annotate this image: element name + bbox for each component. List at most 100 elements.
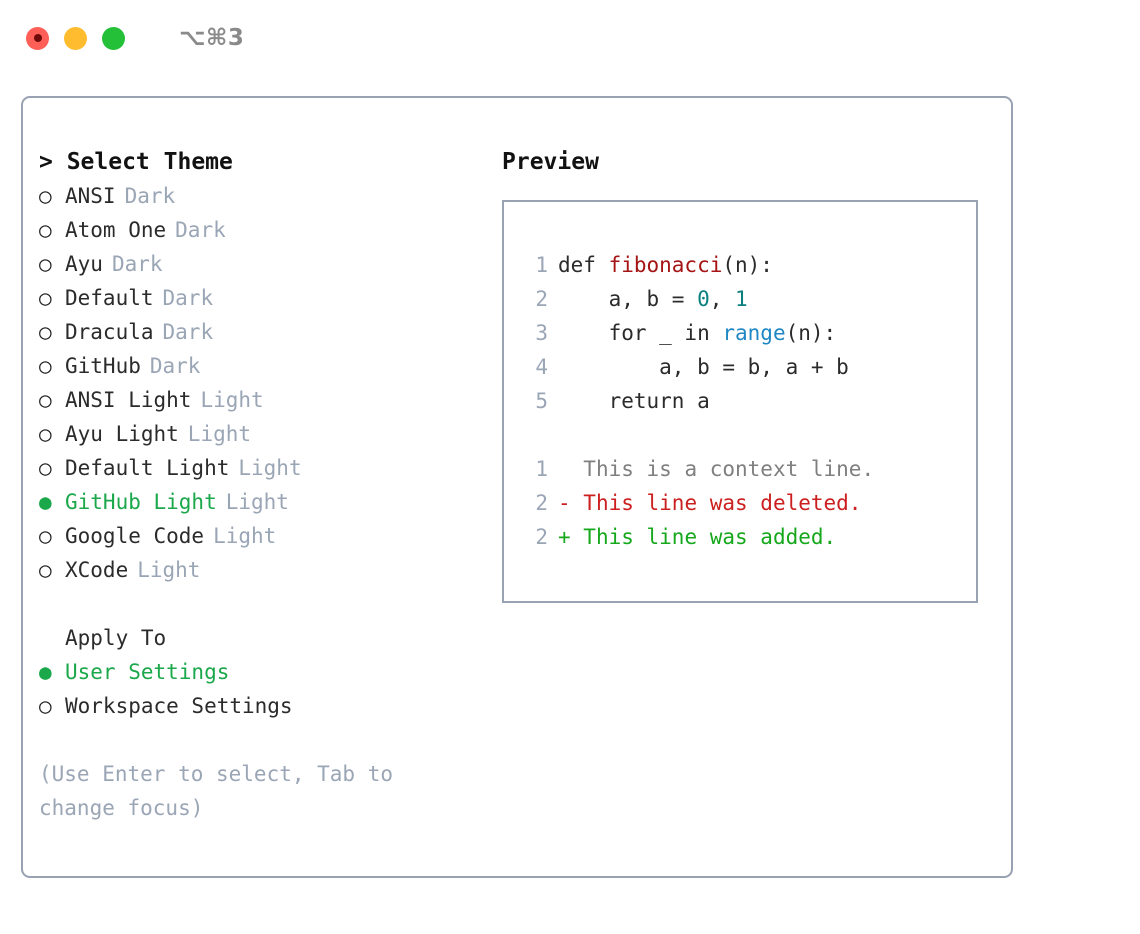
theme-variant-tag: Dark: [175, 218, 226, 242]
theme-variant-tag: Dark: [111, 252, 163, 276]
line-number: 2: [535, 287, 548, 311]
theme-option-ayu[interactable]: ○ Ayu Dark: [39, 247, 499, 281]
diff-marker: +: [558, 525, 584, 549]
theme-option-label: XCode: [65, 558, 129, 582]
radio-unselected-icon: ○: [39, 524, 52, 548]
radio-unselected-icon: ○: [39, 184, 52, 208]
theme-option-dracula[interactable]: ○ Dracula Dark: [39, 315, 499, 349]
code-token-plain: (n):: [722, 253, 773, 277]
theme-variant-tag: Light: [213, 524, 277, 548]
line-number: 1: [535, 457, 548, 481]
theme-option-label: Default Light: [65, 456, 230, 480]
code-token-plain: (n):: [785, 321, 837, 345]
code-token-num: 1: [735, 287, 748, 311]
theme-option-label: GitHub: [65, 354, 141, 378]
code-token-num: 0: [697, 287, 710, 311]
theme-option-ayu-light[interactable]: ○ Ayu Light Light: [39, 417, 499, 451]
code-token-fn: fibonacci: [608, 253, 723, 277]
apply-to-option-list[interactable]: ●User Settings ○ Workspace Settings: [39, 655, 499, 723]
apply-to-option-label: Workspace Settings: [65, 694, 293, 718]
diff-sample: 1 This is a context line.2- This line wa…: [524, 452, 976, 554]
theme-option-ansi[interactable]: ○ ANSI Dark: [39, 179, 499, 213]
theme-option-default[interactable]: ○ Default Dark: [39, 281, 499, 315]
theme-option-label: Google Code: [65, 524, 205, 548]
select-theme-heading: > Select Theme: [39, 149, 233, 175]
theme-option-label: ANSI: [65, 184, 116, 208]
line-number: 2: [535, 525, 548, 549]
radio-unselected-icon: ○: [39, 694, 52, 718]
code-line: 3 for _ in range(n):: [524, 316, 976, 350]
line-number: 1: [535, 253, 548, 277]
diff-text: This is a context line.: [583, 457, 875, 481]
theme-variant-tag: Light: [137, 558, 201, 582]
theme-option-label: Atom One: [65, 218, 167, 242]
code-line: 4 a, b = b, a + b: [524, 350, 976, 384]
theme-variant-tag: Light: [187, 422, 252, 446]
radio-unselected-icon: ○: [39, 286, 52, 310]
diff-marker: -: [558, 491, 584, 515]
diff-text: This line was added.: [583, 525, 837, 549]
maximize-window-button[interactable]: [102, 26, 125, 50]
minimize-window-button[interactable]: [64, 26, 87, 50]
theme-option-ansi-light[interactable]: ○ ANSI Light Light: [39, 383, 499, 417]
diff-text: This line was deleted.: [583, 491, 862, 515]
title-bar: ⌥⌘3: [0, 0, 1140, 76]
code-token-plain: ,: [709, 287, 736, 311]
window-title: ⌥⌘3: [179, 25, 245, 51]
code-token-plain: a, b = b, a + b: [558, 355, 849, 379]
keyboard-hint-text: (Use Enter to select, Tab to change focu…: [39, 762, 406, 820]
theme-variant-tag: Light: [238, 456, 302, 480]
theme-variant-tag: Dark: [162, 286, 214, 310]
diff-line-added: 2 + This line was added.: [524, 520, 976, 554]
diff-line-context: 1 This is a context line.: [524, 452, 976, 486]
line-number: 2: [535, 491, 548, 515]
section-spacer: [39, 587, 499, 621]
theme-option-xcode[interactable]: ○ XCode Light: [39, 553, 499, 587]
code-token-plain: a, b =: [558, 287, 698, 311]
theme-variant-tag: Dark: [149, 354, 201, 378]
theme-variant-tag: Dark: [124, 184, 176, 208]
apply-to-heading: Apply To: [65, 626, 167, 650]
theme-option-label: Ayu: [65, 252, 103, 276]
theme-option-label: Ayu Light: [65, 422, 179, 446]
radio-selected-icon: ●: [39, 490, 52, 514]
code-token-plain: return a: [558, 389, 710, 413]
code-token-plain: def: [558, 253, 609, 277]
radio-unselected-icon: ○: [39, 354, 52, 378]
radio-unselected-icon: ○: [39, 558, 52, 582]
code-line: 5 return a: [524, 384, 976, 418]
diff-line-deleted: 2- This line was deleted.: [524, 486, 976, 520]
theme-option-label: GitHub Light: [65, 490, 217, 514]
line-number: 3: [535, 321, 548, 345]
theme-variant-tag: Dark: [162, 320, 214, 344]
theme-option-google-code[interactable]: ○ Google Code Light: [39, 519, 499, 553]
theme-option-label: Dracula: [65, 320, 154, 344]
radio-unselected-icon: ○: [39, 252, 52, 276]
apply-to-option-label: User Settings: [65, 660, 230, 684]
theme-option-label: Default: [65, 286, 154, 310]
radio-unselected-icon: ○: [39, 388, 52, 412]
radio-unselected-icon: ○: [39, 320, 52, 344]
apply-to-option-workspace-settings[interactable]: ○ Workspace Settings: [39, 689, 499, 723]
theme-option-label: ANSI Light: [65, 388, 192, 412]
theme-option-github[interactable]: ○ GitHub Dark: [39, 349, 499, 383]
diff-marker: [558, 452, 583, 486]
code-token-plain: for _ in: [558, 321, 723, 345]
apply-to-option-user-settings[interactable]: ●User Settings: [39, 655, 499, 689]
window-controls: [26, 26, 125, 50]
radio-unselected-icon: ○: [39, 422, 52, 446]
close-window-button[interactable]: [26, 26, 49, 50]
code-line: 1 def fibonacci(n):: [524, 248, 976, 282]
code-line: 2 a, b = 0, 1: [524, 282, 976, 316]
preview-spacer: [524, 418, 976, 452]
theme-variant-tag: Light: [200, 388, 264, 412]
